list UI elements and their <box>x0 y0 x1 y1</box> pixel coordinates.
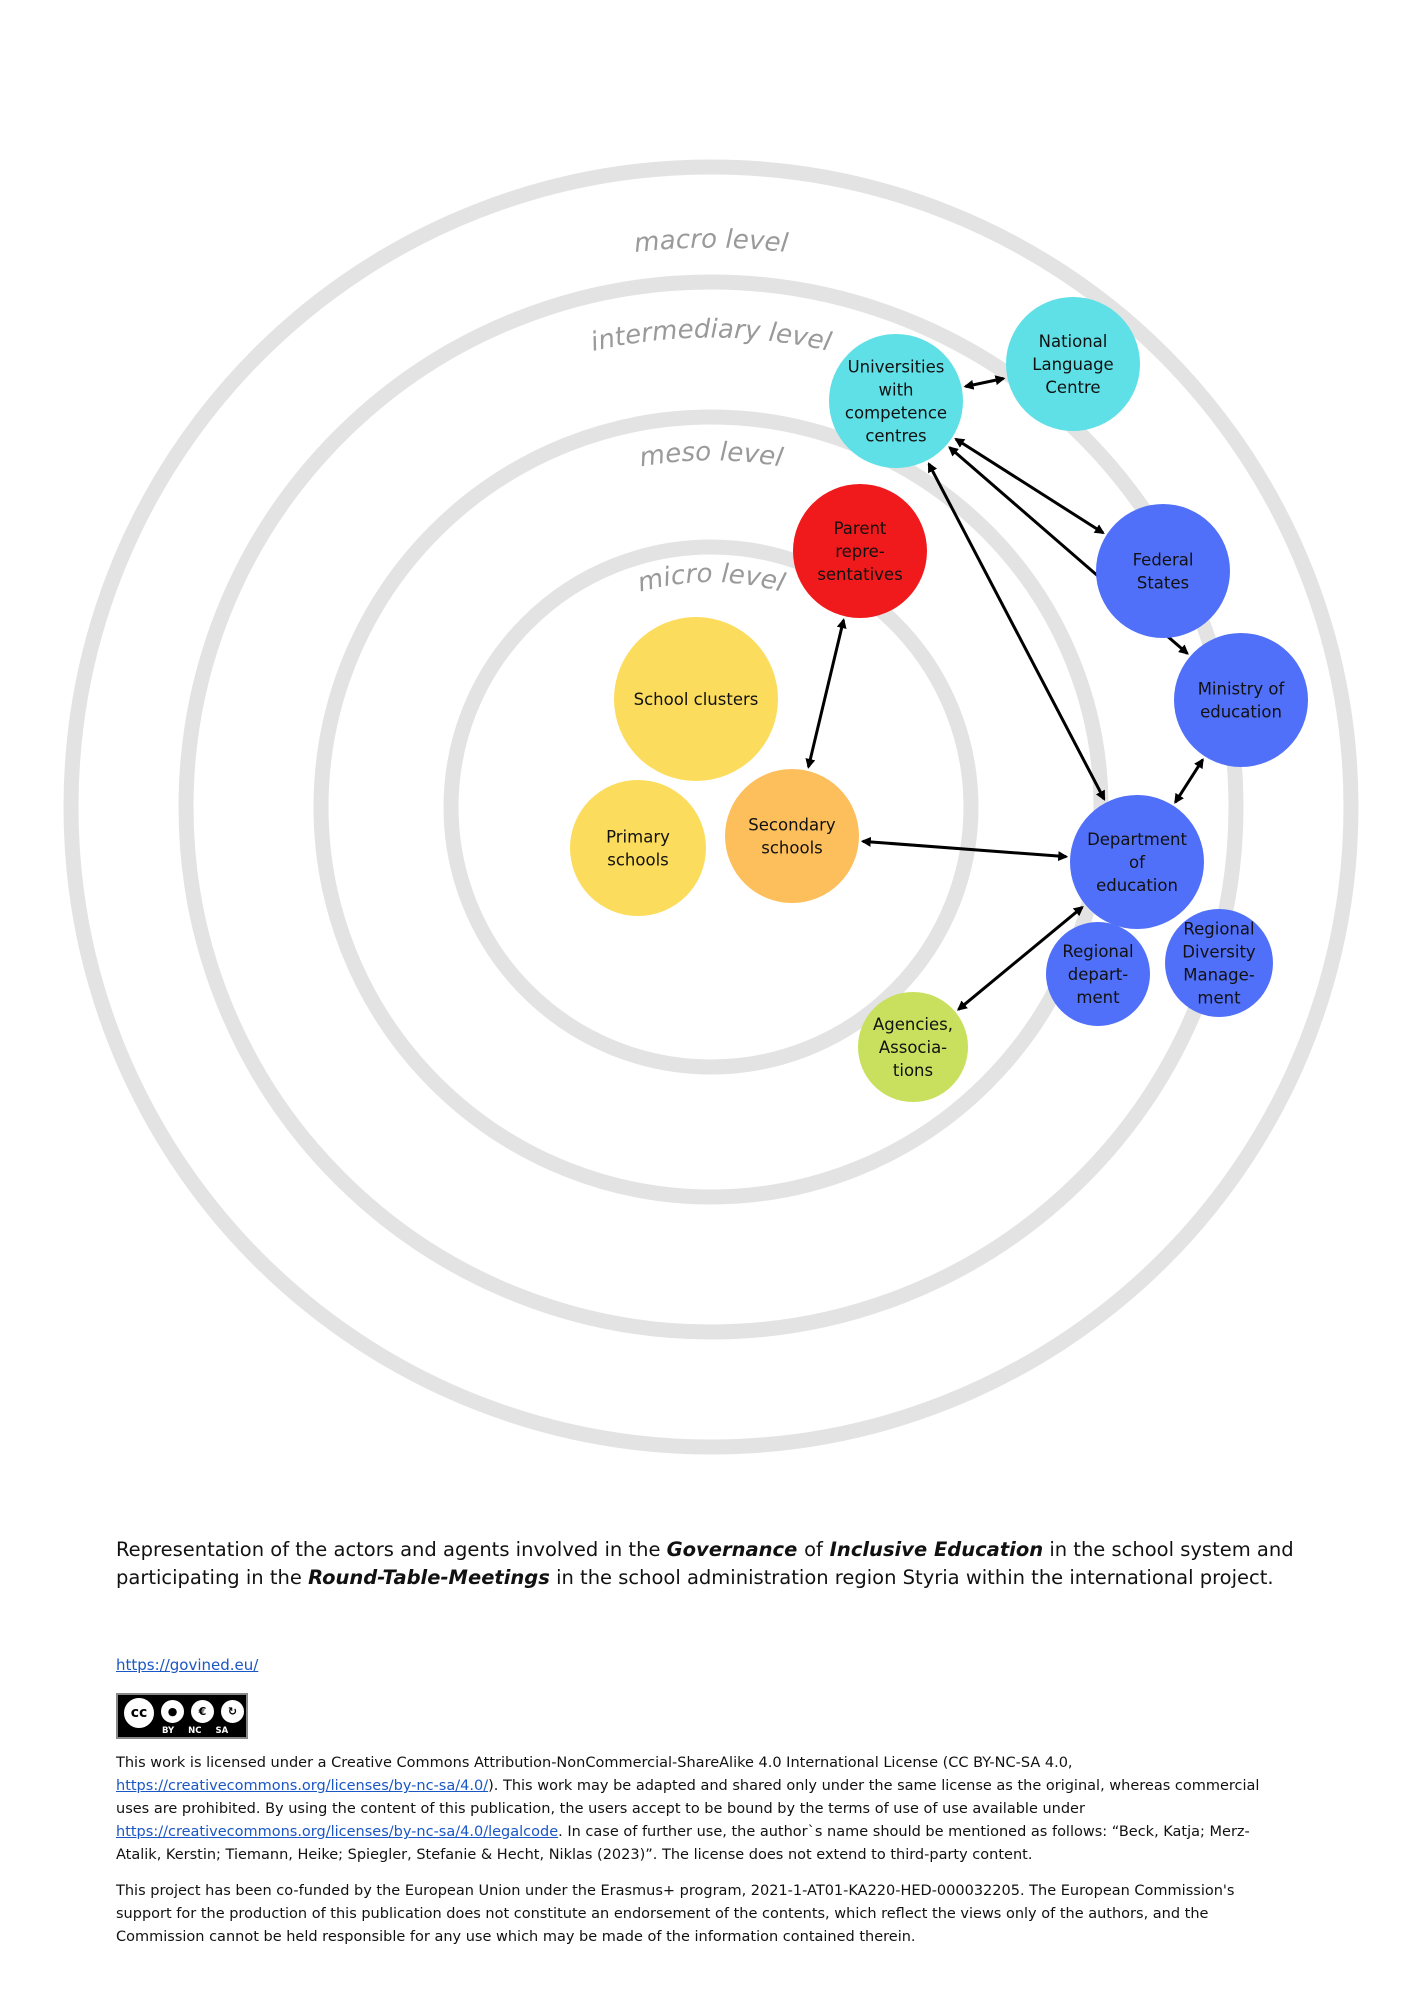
node-label-federal-states: States <box>1137 574 1189 593</box>
node-circle-ministry-of-education <box>1174 633 1308 767</box>
cc-tag-nc: NC <box>188 1726 202 1736</box>
node-label-agencies-associations: Agencies, <box>873 1015 953 1034</box>
node-label-universities: with <box>878 381 913 400</box>
node-label-regional-diversity-management: Manage- <box>1183 966 1255 985</box>
ring-macro <box>63 159 1359 1455</box>
node-circle-secondary-schools <box>725 769 859 903</box>
node-universities: Universities with competence centres <box>829 334 963 468</box>
node-label-national-language-centre: National <box>1039 332 1108 351</box>
node-label-regional-diversity-management: Diversity <box>1182 943 1256 962</box>
node-label-regional-department: depart- <box>1068 965 1128 984</box>
node-regional-department: Regional depart-ment <box>1046 922 1150 1026</box>
cc-license-badge[interactable]: cc ● € ↻ BY NC SA <box>116 1693 248 1739</box>
ring-intermediary <box>178 274 1244 1340</box>
node-circle-parent-representatives <box>793 484 927 618</box>
level-label-intermediary: intermediary level <box>588 315 835 358</box>
node-agencies-associations: Agencies, Associa-tions <box>858 992 968 1102</box>
node-label-national-language-centre: Centre <box>1045 378 1100 397</box>
node-label-federal-states: Federal <box>1133 551 1194 570</box>
arrow-secondary-schools-to-department-of-education <box>860 836 1069 862</box>
node-label-parent-representatives: repre- <box>835 542 885 561</box>
node-label-agencies-associations: Associa- <box>879 1038 947 1057</box>
node-label-ministry-of-education: Ministry of <box>1198 680 1286 699</box>
node-circle-department-of-education <box>1070 795 1204 929</box>
node-label-regional-diversity-management: ment <box>1197 989 1241 1008</box>
node-label-primary-schools: schools <box>607 851 669 870</box>
node-label-agencies-associations: tions <box>893 1061 933 1080</box>
attribution-person-icon: ● <box>159 1698 186 1725</box>
node-label-department-of-education: education <box>1096 876 1178 895</box>
cc-icon: cc <box>122 1696 156 1730</box>
arrow-parent-representatives-to-secondary-schools <box>805 618 847 769</box>
node-label-primary-schools: Primary <box>606 828 670 847</box>
node-circle-regional-department <box>1046 922 1150 1026</box>
node-circle-national-language-centre <box>1006 297 1140 431</box>
node-circle-universities <box>829 334 963 468</box>
node-circle-primary-schools <box>570 780 706 916</box>
arrow-universities-to-department-of-education <box>927 462 1106 801</box>
node-label-parent-representatives: Parent <box>834 519 887 538</box>
license-link[interactable]: https://creativecommons.org/licenses/by-… <box>116 1778 489 1794</box>
node-circle-agencies-associations <box>858 992 968 1102</box>
node-label-department-of-education: Department <box>1087 830 1187 849</box>
node-parent-representatives: Parent repre-sentatives <box>793 484 927 618</box>
node-label-secondary-schools: schools <box>761 839 823 858</box>
level-label-macro: macro level <box>633 225 791 260</box>
arrow-ministry-of-education-to-department-of-education <box>1174 758 1204 804</box>
legalcode-link[interactable]: https://creativecommons.org/licenses/by-… <box>116 1824 559 1840</box>
arrow-department-of-education-to-agencies-associations <box>956 905 1084 1011</box>
node-primary-schools: Primary schools <box>570 780 706 916</box>
node-label-school-clusters: School clusters <box>634 690 759 709</box>
node-ministry-of-education: Ministry of education <box>1174 633 1308 767</box>
node-circle-school-clusters <box>614 617 778 781</box>
node-circle-federal-states <box>1096 504 1230 638</box>
figure-caption: Representation of the actors and agents … <box>116 1538 1294 1589</box>
node-label-secondary-schools: Secondary <box>748 816 836 835</box>
node-label-parent-representatives: sentatives <box>817 565 902 584</box>
cc-tag-sa: SA <box>215 1726 229 1736</box>
node-circle-regional-diversity-management <box>1165 909 1273 1017</box>
noncommercial-euro-icon: € <box>189 1698 216 1725</box>
node-label-universities: competence <box>845 404 947 423</box>
cc-tag-by: BY <box>162 1726 175 1736</box>
level-label-micro: micro level <box>635 559 789 599</box>
node-label-universities: centres <box>865 427 926 446</box>
node-label-ministry-of-education: education <box>1200 703 1282 722</box>
ring-micro <box>443 539 979 1075</box>
node-secondary-schools: Secondary schools <box>725 769 859 903</box>
license-text: This work is licensed under a Creative C… <box>116 1755 1260 1863</box>
actor-nodes: Universities with competence centres Nationa… <box>570 297 1308 1102</box>
funding-statement: This project has been co-funded by the E… <box>116 1883 1235 1945</box>
node-department-of-education: Department of education <box>1070 795 1204 929</box>
node-label-regional-department: Regional <box>1062 942 1133 961</box>
node-label-universities: Universities <box>848 358 945 377</box>
ring-meso <box>313 409 1109 1205</box>
node-label-regional-diversity-management: Regional <box>1183 920 1254 939</box>
node-label-regional-department: ment <box>1076 988 1120 1007</box>
arrow-universities-to-national-language-centre <box>963 375 1006 390</box>
level-label-meso: meso level <box>637 437 785 473</box>
website-link[interactable]: https://govined.eu/ <box>116 1656 259 1674</box>
node-school-clusters: School clusters <box>614 617 778 781</box>
sharealike-arrow-icon: ↻ <box>219 1698 246 1725</box>
node-label-department-of-education: of <box>1129 853 1146 872</box>
node-label-national-language-centre: Language <box>1032 355 1113 374</box>
governance-diagram: macro level intermediary level meso leve… <box>63 159 1359 1455</box>
